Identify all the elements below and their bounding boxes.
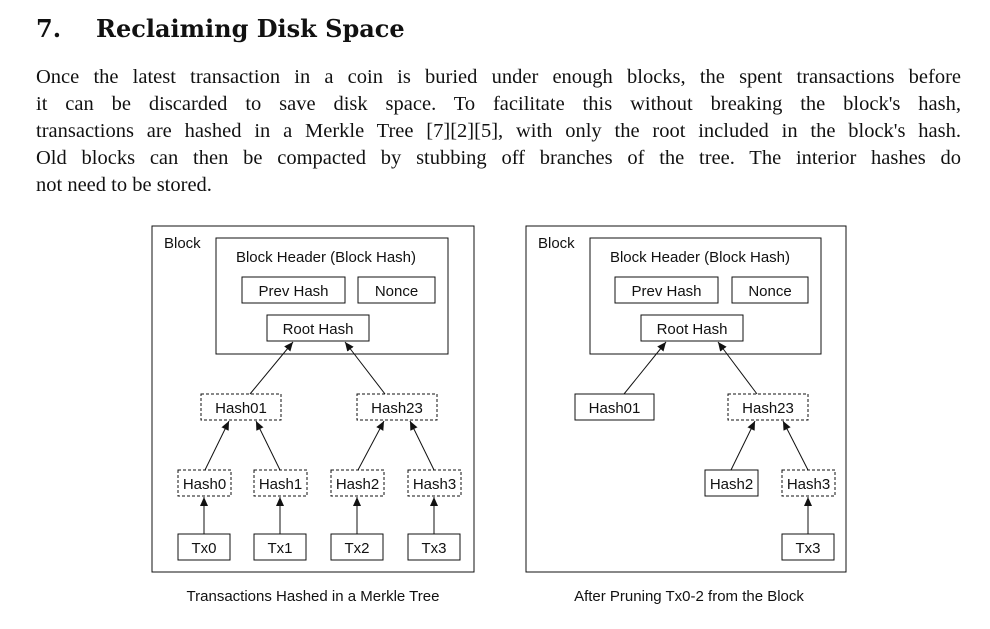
hash3-box	[407, 469, 462, 497]
tx2-label: Tx2	[344, 540, 369, 557]
figure-merkle-tree: Block Block Header (Block Hash) Prev Has…	[151, 225, 475, 605]
tx1-box	[253, 533, 307, 561]
nonce-label: Nonce	[375, 283, 418, 300]
tx1-label: Tx1	[267, 540, 292, 557]
figure-pruned-tree: Block Block Header (Block Hash) Prev Has…	[525, 225, 847, 605]
hash0-label: Hash0	[183, 476, 226, 493]
tx0-label: Tx0	[191, 540, 216, 557]
root-hash-label: Root Hash	[657, 321, 728, 338]
nonce-box	[357, 276, 436, 304]
arrow-hash3-to-hash23	[409, 420, 435, 471]
prev-hash-label: Prev Hash	[258, 283, 328, 300]
tx3-box	[407, 533, 461, 561]
hash23-label: Hash23	[371, 400, 423, 417]
hash01-label: Hash01	[215, 400, 267, 417]
hash23-box	[356, 393, 438, 421]
arrow-hash23-to-root	[344, 341, 386, 395]
hash2-box	[330, 469, 385, 497]
tx3-box	[781, 533, 835, 561]
hash0-box	[177, 469, 232, 497]
tx0-box	[177, 533, 231, 561]
prev-hash-box	[614, 276, 719, 304]
root-hash-label: Root Hash	[283, 321, 354, 338]
body-paragraph: Once the latest transaction in a coin is…	[36, 64, 961, 199]
nonce-box	[731, 276, 809, 304]
block-header-label: Block Header (Block Hash)	[236, 249, 416, 266]
nonce-label: Nonce	[748, 283, 791, 300]
prev-hash-box	[241, 276, 346, 304]
hash23-label: Hash23	[742, 400, 794, 417]
section-heading: 7. Reclaiming Disk Space	[36, 14, 405, 43]
hash2-label: Hash2	[710, 476, 753, 493]
arrow-hash01-to-root	[249, 341, 294, 395]
hash2-label: Hash2	[336, 476, 379, 493]
hash01-label: Hash01	[589, 400, 641, 417]
hash1-label: Hash1	[259, 476, 302, 493]
arrow-hash01-to-root	[623, 341, 667, 395]
hash1-box	[253, 469, 308, 497]
figure-caption-right: After Pruning Tx0-2 from the Block	[574, 588, 804, 605]
arrow-hash2-to-hash23	[357, 420, 385, 471]
block-header-label: Block Header (Block Hash)	[610, 249, 790, 266]
prev-hash-label: Prev Hash	[631, 283, 701, 300]
block-label: Block	[164, 235, 201, 252]
tx2-box	[330, 533, 384, 561]
paragraph-line: it can be discarded to save disk space. …	[36, 93, 961, 115]
arrow-hash0-to-hash01	[204, 420, 230, 471]
arrow-hash3-to-hash23	[782, 420, 809, 471]
hash23-box	[727, 393, 809, 421]
root-hash-box	[640, 314, 744, 342]
hash3-label: Hash3	[413, 476, 456, 493]
arrow-hash23-to-root	[717, 341, 758, 395]
section-title: Reclaiming Disk Space	[96, 14, 405, 43]
tx3-label: Tx3	[421, 540, 446, 557]
hash01-box	[200, 393, 282, 421]
tx3-label: Tx3	[795, 540, 820, 557]
hash01-box	[574, 393, 655, 421]
figure-caption-left: Transactions Hashed in a Merkle Tree	[187, 588, 440, 605]
hash3-box	[781, 469, 836, 497]
arrow-hash2-to-hash23	[730, 420, 756, 471]
section-number: 7.	[36, 14, 62, 43]
paragraph-line: Once the latest transaction in a coin is…	[36, 66, 961, 88]
paragraph-line: transactions are hashed in a Merkle Tree…	[36, 120, 961, 142]
root-hash-box	[266, 314, 370, 342]
paragraph-line: not need to be stored.	[36, 174, 212, 196]
paragraph-line: Old blocks can then be compacted by stub…	[36, 147, 961, 169]
arrow-hash1-to-hash01	[255, 420, 281, 471]
hash3-label: Hash3	[787, 476, 830, 493]
block-label: Block	[538, 235, 575, 252]
